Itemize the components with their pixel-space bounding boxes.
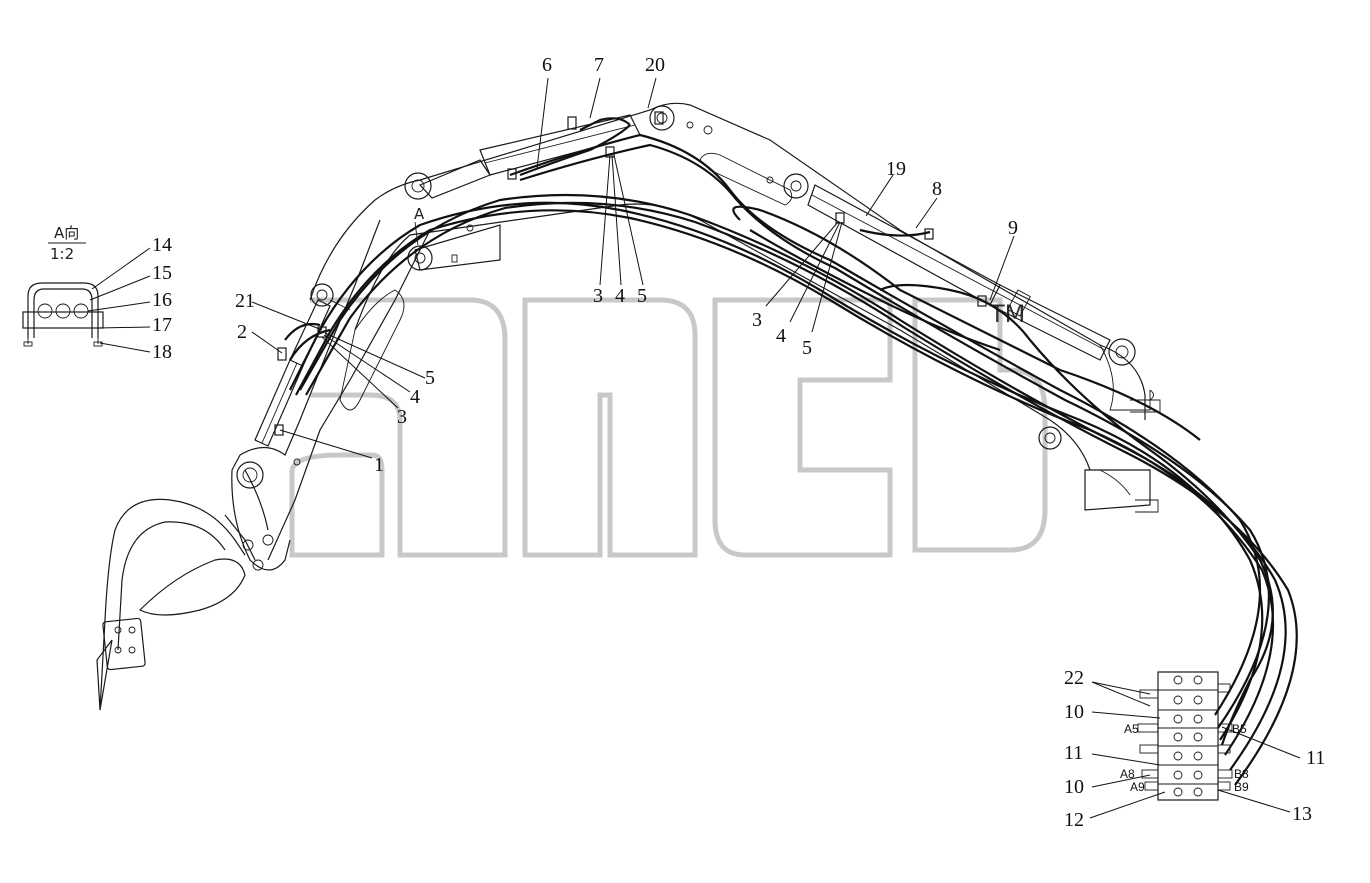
detail-view-scale: 1:2 [50, 245, 74, 263]
callout-14: 14 [152, 234, 172, 256]
callout-18: 18 [152, 341, 172, 363]
callout-4-top: 4 [615, 285, 625, 307]
hydraulic-hoses [284, 117, 1298, 786]
hose-clamps [274, 111, 987, 436]
callout-22: 22 [1064, 667, 1084, 689]
callout-19: 19 [886, 158, 906, 180]
callout-3-mid: 3 [752, 309, 762, 331]
arm-stick [231, 219, 431, 571]
callout-3-left: 3 [397, 406, 407, 428]
port-label-b8: B8 [1234, 767, 1249, 781]
port-label-b9: B9 [1234, 780, 1249, 794]
boom [309, 102, 1161, 513]
port-label-a9: A9 [1130, 780, 1145, 794]
callout-12: 12 [1064, 809, 1084, 831]
callout-1: 1 [374, 454, 384, 476]
callout-5-mid: 5 [802, 337, 812, 359]
callout-11-right: 11 [1306, 747, 1325, 769]
callout-10-lower: 10 [1064, 776, 1084, 798]
callout-8: 8 [932, 178, 942, 200]
control-valve [1137, 671, 1233, 801]
callout-9: 9 [1008, 217, 1018, 239]
hose-clamp-drawing [22, 282, 104, 347]
callout-21: 21 [235, 290, 255, 312]
callout-13: 13 [1292, 803, 1312, 825]
callout-numbers: 6 7 20 19 8 9 3 4 5 3 4 5 21 2 5 4 3 1 2… [235, 54, 1325, 831]
callout-7: 7 [594, 54, 604, 76]
callout-4-mid: 4 [776, 325, 786, 347]
detail-view-title: A向 [54, 224, 79, 242]
callout-5-left: 5 [425, 367, 435, 389]
callout-4-left: 4 [410, 386, 420, 408]
callout-15: 15 [152, 262, 172, 284]
detail-view-a: A向 1:2 14 15 16 17 18 [22, 224, 172, 363]
callout-16: 16 [152, 289, 172, 311]
callout-10-upper: 10 [1064, 701, 1084, 723]
callout-2: 2 [237, 321, 247, 343]
port-label-a8: A8 [1120, 767, 1135, 781]
arm-cylinder [404, 105, 675, 200]
callout-20: 20 [645, 54, 665, 76]
port-label-a5: A5 [1124, 722, 1139, 736]
callout-5-top: 5 [637, 285, 647, 307]
ripper-tool [96, 498, 256, 711]
callout-3-top: 3 [593, 285, 603, 307]
section-marker-a: A [414, 205, 425, 223]
callout-17: 17 [152, 314, 172, 336]
callout-6: 6 [542, 54, 552, 76]
leader-lines [251, 77, 1301, 819]
callout-11-left: 11 [1064, 742, 1083, 764]
